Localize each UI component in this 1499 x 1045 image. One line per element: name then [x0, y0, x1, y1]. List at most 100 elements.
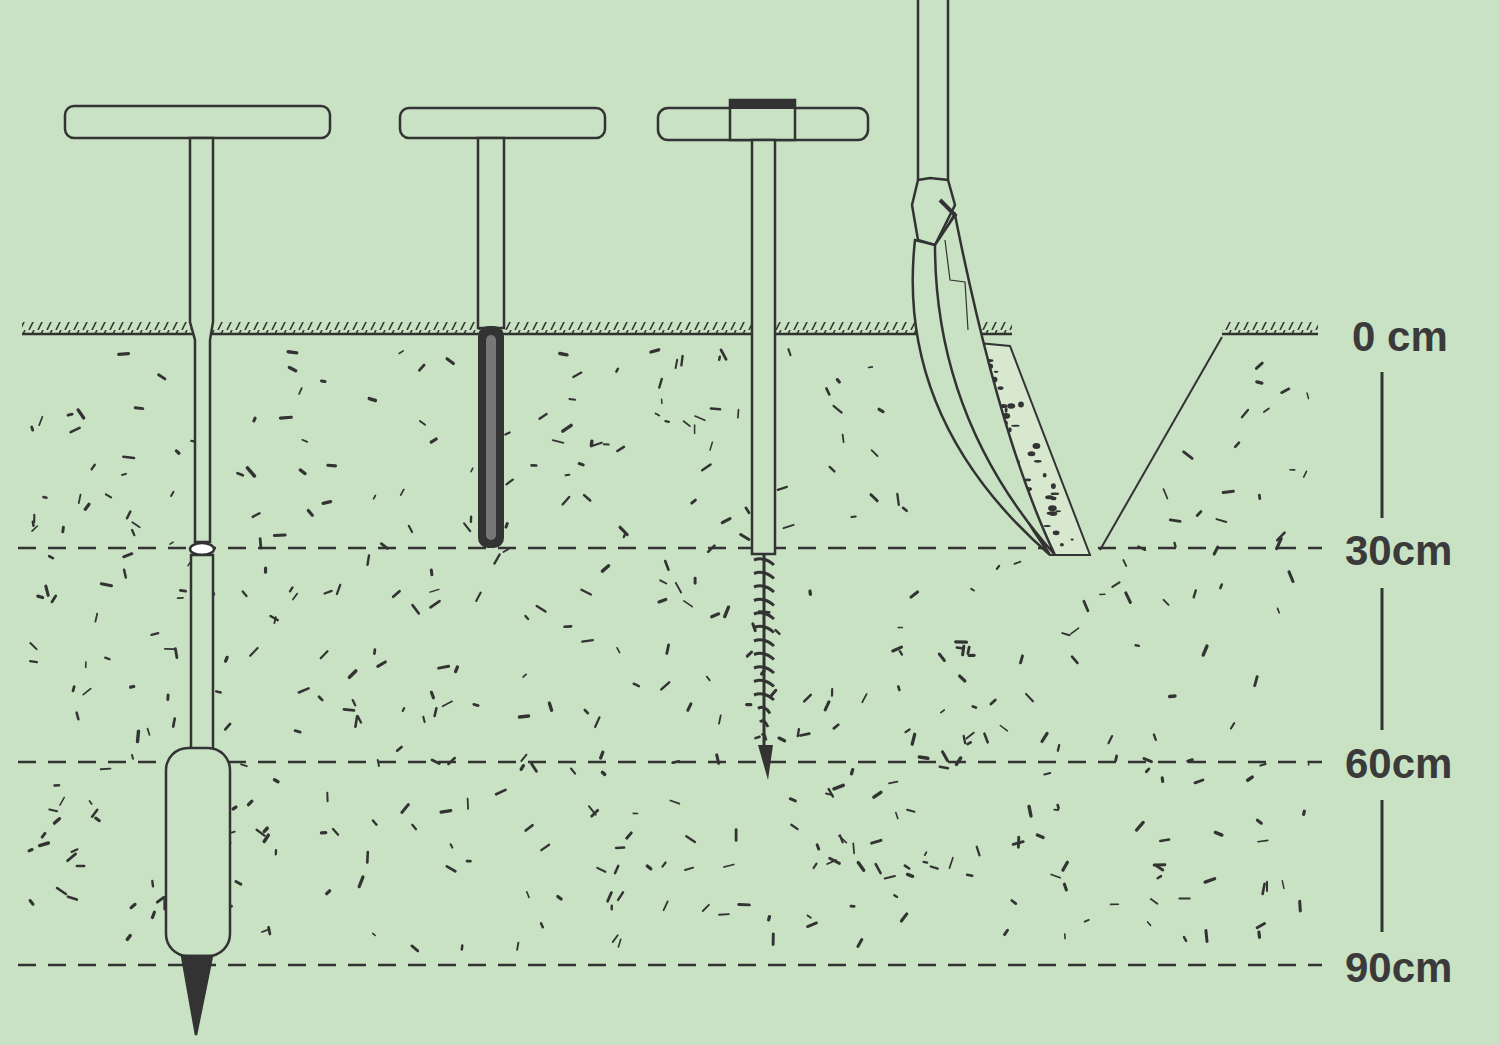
soil-speck [826, 794, 832, 795]
soil-speck [430, 589, 439, 592]
soil-speck [49, 556, 53, 558]
soil-speck [523, 674, 526, 677]
soil-speck [634, 684, 639, 686]
soil-speck [289, 368, 295, 371]
depth-label: 30cm [1345, 530, 1452, 572]
soil-speck [1170, 520, 1180, 522]
soil-speck [42, 833, 45, 837]
soil-speck [1248, 777, 1253, 780]
soil-speck [771, 690, 776, 696]
soil-speck [673, 761, 679, 762]
soil-speck [1195, 780, 1203, 783]
soil-speck [907, 810, 914, 812]
soil-speck [366, 852, 369, 863]
soil-speck [280, 416, 291, 420]
soil-speck [540, 414, 547, 419]
depth-label: 0 cm [1352, 316, 1448, 358]
soil-speck [32, 427, 33, 430]
soil-speck [616, 846, 624, 849]
soil-speck [1148, 922, 1151, 926]
soil-speck [101, 768, 111, 771]
soil-speck [412, 946, 418, 951]
soil-speck [872, 450, 878, 456]
soil-speck [319, 697, 322, 700]
soil-speck [1154, 735, 1156, 740]
soil-speck [664, 901, 668, 910]
soil-crumb [1007, 403, 1015, 408]
soil-speck [608, 893, 612, 902]
soil-speck [563, 425, 571, 431]
soil-speck [618, 892, 623, 900]
soil-crumb [1044, 525, 1051, 527]
soil-speck [178, 597, 184, 599]
soil-speck [290, 587, 293, 591]
soil-speck [326, 793, 328, 802]
soil-speck [627, 833, 632, 838]
soil-speck [373, 820, 377, 824]
soil-speck [1257, 382, 1262, 383]
soil-speck [451, 844, 453, 847]
soil-speck [359, 877, 363, 887]
soil-speck [1114, 756, 1118, 761]
soil-speck [1170, 694, 1175, 698]
soil-speck [374, 496, 376, 499]
soil-speck [741, 535, 749, 540]
soil-speck [852, 844, 855, 854]
screw-thread [754, 640, 774, 646]
soil-speck [95, 614, 97, 622]
soil-speck [579, 464, 583, 465]
soil-speck [83, 689, 91, 695]
soil-speck [506, 524, 507, 528]
soil-speck [1005, 930, 1008, 934]
soil-speck [1021, 656, 1023, 663]
soil-speck [1282, 389, 1289, 393]
soil-speck [124, 570, 126, 578]
soil-speck [553, 440, 564, 443]
soil-speck [68, 854, 76, 861]
soil-speck [852, 770, 853, 774]
soil-speck [101, 584, 111, 586]
soil-speck [55, 819, 60, 823]
soil-speck [977, 847, 980, 856]
trench-wall [1100, 337, 1222, 550]
soil-speck [73, 687, 74, 691]
soil-speck [443, 701, 453, 706]
soil-speck [1042, 733, 1047, 741]
soil-speck [694, 578, 697, 583]
soil-speck [746, 508, 749, 513]
soil-speck [138, 731, 139, 742]
soil-speck [911, 592, 918, 597]
soil-speck [790, 799, 795, 801]
soil-speck [1012, 901, 1016, 904]
soil-speck [872, 840, 881, 843]
screw-thread [754, 559, 774, 565]
spade [912, 0, 1090, 555]
soil-speck [1044, 773, 1050, 775]
soil-speck [52, 596, 56, 602]
soil-speck [710, 442, 712, 450]
soil-speck [92, 810, 97, 817]
soil-speck [558, 896, 561, 899]
soil-speck [1289, 572, 1293, 582]
soil-speck [791, 825, 797, 829]
soil-speck [991, 700, 995, 704]
soil-speck [566, 474, 570, 477]
soil-speck [692, 500, 696, 503]
soil-speck [132, 522, 139, 527]
soil-speck [1260, 764, 1265, 766]
soil-speck [665, 561, 668, 570]
soil-speck [681, 356, 682, 365]
soil-speck [837, 380, 839, 383]
soil-speck [176, 451, 179, 453]
soil-speck [737, 410, 739, 418]
soil-speck [676, 583, 681, 593]
soil-speck [1136, 644, 1139, 647]
soil-speck [950, 858, 953, 868]
soil-speck [1205, 879, 1215, 882]
soil-speck [180, 589, 185, 593]
soil-speck [505, 432, 509, 434]
soil-crumb [1011, 425, 1020, 427]
soil-speck [684, 601, 693, 607]
soil-speck [447, 359, 453, 364]
soil-crumb [1055, 510, 1061, 512]
